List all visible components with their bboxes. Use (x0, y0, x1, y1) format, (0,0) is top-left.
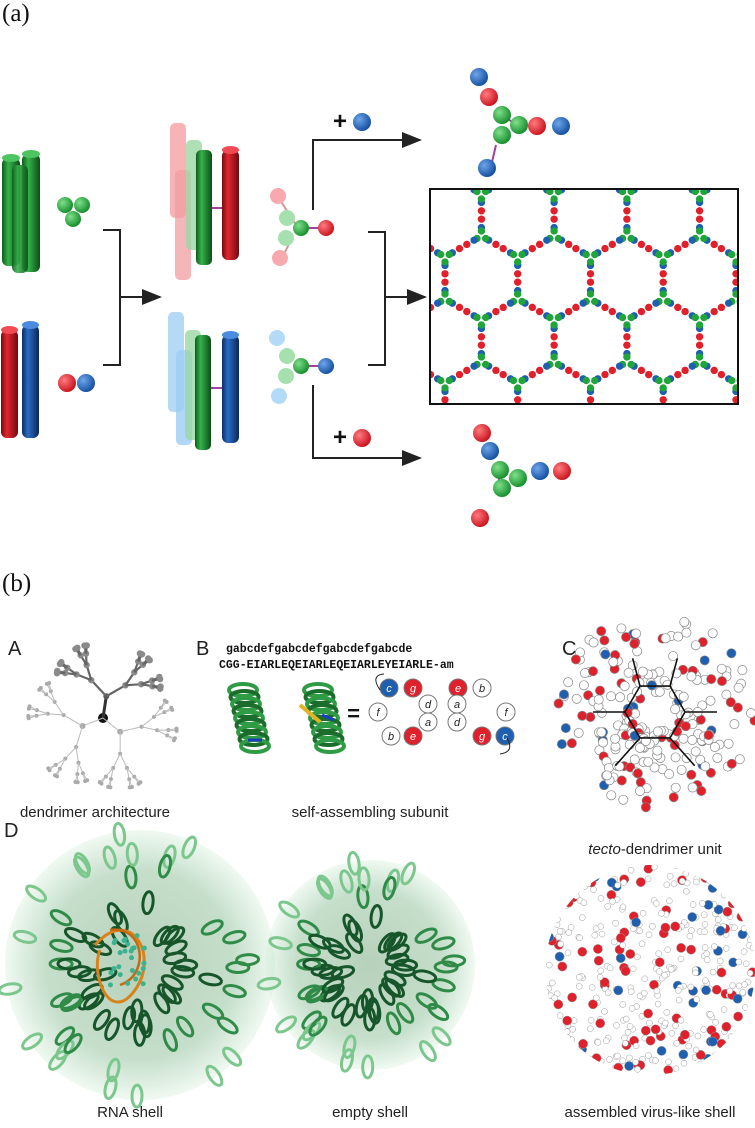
red-monomer-icon (353, 429, 371, 447)
panel-b-label: (b) (2, 570, 32, 597)
red-arm-trimer-molecule (270, 188, 334, 266)
blue-fusion-assembly (168, 312, 239, 450)
plus-sign-top: + (333, 108, 348, 135)
caption-tecto-rest: -dendrimer unit (620, 841, 722, 858)
red-blue-dimer-icon (58, 374, 95, 392)
virus-like-shell-graphic (545, 865, 755, 1075)
subpanel-C-label: C (562, 638, 577, 660)
svg-text:g: g (479, 731, 486, 743)
svg-text:a: a (454, 699, 460, 711)
svg-text:e: e (455, 683, 461, 695)
red-fusion-assembly (170, 123, 239, 280)
hexagonal-lattice-box (429, 188, 739, 405)
product-molecule-bottom (471, 424, 571, 527)
top-branch-arrow (312, 132, 422, 466)
caption-self-assembling-subunit: self-assembling subunit (291, 804, 449, 821)
svg-text:d: d (425, 699, 432, 711)
green-trimer-icon (57, 197, 90, 227)
subpanel-D-label: D (4, 820, 19, 842)
heptad-register: gabcdefgabcdefgabcdefgabcde (226, 643, 413, 656)
tecto-dendrimer-graphic (553, 617, 755, 813)
caption-rna-shell: RNA shell (97, 1104, 163, 1121)
svg-text:f: f (504, 707, 508, 719)
svg-text:d: d (454, 717, 461, 729)
empty-shell-graphic (256, 850, 475, 1080)
svg-text:g: g (410, 683, 417, 695)
rna-shell-graphic (0, 821, 275, 1109)
peptide-sequence: CGG-EIARLEQEIARLEQEIARLEYEIARLE-am (219, 659, 454, 672)
svg-text:f: f (376, 707, 380, 719)
dendrimer-graphic (26, 642, 179, 790)
green-helix-trimer (2, 150, 40, 273)
blue-monomer-icon (353, 113, 371, 131)
blue-arm-trimer-molecule (269, 330, 334, 404)
subpanel-A-label: A (8, 638, 22, 660)
subpanel-B-label: B (196, 638, 210, 660)
panel-a-label: (a) (2, 0, 30, 27)
product-molecule-top (470, 68, 570, 177)
red-blue-helix-dimer (1, 321, 39, 438)
panel-a-diagram (1, 68, 739, 527)
coiled-coil-graphic (227, 682, 346, 754)
caption-tecto-italic: tecto (588, 841, 621, 858)
svg-text:e: e (410, 731, 416, 743)
svg-text:c: c (502, 731, 508, 743)
merge-bracket-right (368, 231, 427, 366)
svg-text:a: a (425, 717, 431, 729)
caption-dendrimer-architecture: dendrimer architecture (19, 804, 171, 821)
svg-text:b: b (388, 731, 394, 743)
equals-sign: = (347, 703, 361, 728)
caption-assembled-virus-like-shell: assembled virus-like shell (564, 1104, 736, 1121)
svg-text:b: b (479, 683, 485, 695)
plus-sign-bottom: + (333, 424, 348, 451)
merge-bracket-left (103, 229, 162, 366)
svg-text:c: c (386, 683, 392, 695)
caption-empty-shell: empty shell (332, 1104, 408, 1121)
caption-tecto-dendrimer-unit: tecto-dendrimer unit (560, 841, 750, 858)
